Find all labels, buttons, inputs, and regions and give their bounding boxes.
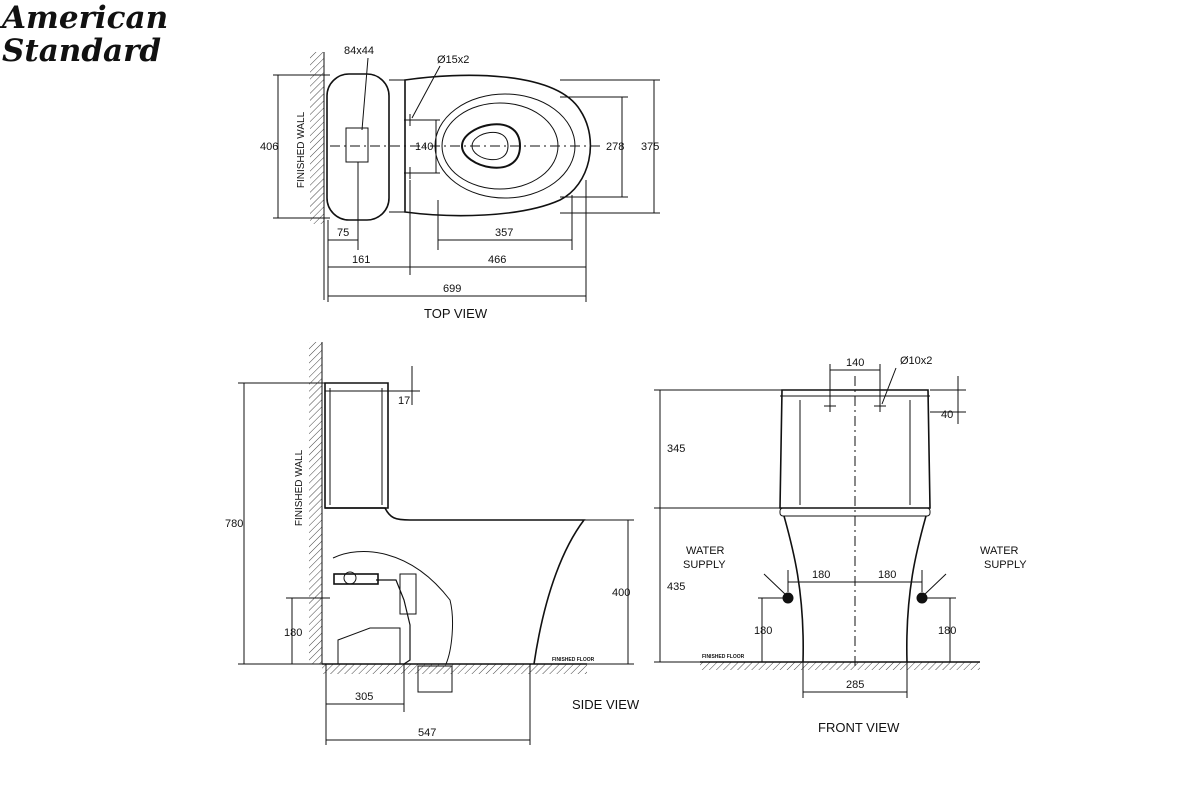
label-front-holes: Ø10x2 bbox=[900, 355, 932, 367]
label-side-rough-in: 305 bbox=[355, 691, 373, 703]
label-front-supply-height-right: 180 bbox=[938, 625, 956, 637]
label-side-finished-floor: FINISHED FLOOR bbox=[552, 657, 595, 663]
label-front-spacing: 140 bbox=[846, 357, 864, 369]
label-top-spacing: 140 bbox=[415, 141, 433, 153]
label-side-depth: 547 bbox=[418, 727, 436, 739]
side-supply-valve bbox=[343, 571, 357, 585]
top-view bbox=[273, 52, 660, 302]
label-front-bowl-height: 435 bbox=[667, 581, 685, 593]
top-outlet bbox=[345, 127, 369, 163]
label-supply-left-1: WATER bbox=[686, 545, 725, 557]
label-top-overall: 699 bbox=[443, 283, 461, 295]
label-side-supply-height: 180 bbox=[284, 627, 302, 639]
side-view-labels: 17 780 FINISHED WALL 400 180 FINISHED FL… bbox=[225, 395, 640, 739]
side-view bbox=[238, 342, 634, 745]
label-front-supply-height-left: 180 bbox=[754, 625, 772, 637]
label-top-depth: 406 bbox=[260, 141, 278, 153]
leader-supply-left bbox=[763, 573, 787, 596]
label-side-finished-wall: FINISHED WALL bbox=[294, 449, 305, 526]
label-supply-right-2: SUPPLY bbox=[984, 559, 1027, 571]
side-outlet-pipe bbox=[376, 579, 411, 665]
side-floor-outlet bbox=[417, 665, 453, 693]
label-top-front: 466 bbox=[488, 254, 506, 266]
side-flange bbox=[399, 573, 417, 615]
front-bowl-right bbox=[905, 515, 927, 663]
front-floor-hatch bbox=[700, 662, 980, 670]
label-supply-right-1: WATER bbox=[980, 545, 1019, 557]
label-top-width: 375 bbox=[641, 141, 659, 153]
title-side-view: SIDE VIEW bbox=[572, 697, 640, 712]
title-top-view: TOP VIEW bbox=[424, 306, 488, 321]
label-top-holes: Ø15x2 bbox=[437, 54, 469, 66]
front-bowl-left bbox=[783, 515, 805, 663]
label-supply-left-2: SUPPLY bbox=[683, 559, 726, 571]
top-bowl-outer bbox=[404, 74, 592, 217]
side-supply-fitting bbox=[333, 573, 379, 585]
logo-line-2: Standard bbox=[2, 33, 162, 69]
label-front-lid: 40 bbox=[941, 409, 953, 421]
label-outlet-size: 84x44 bbox=[344, 45, 374, 57]
leader-front-holes bbox=[881, 367, 897, 405]
label-top-tank: 161 bbox=[352, 254, 370, 266]
leader-holes bbox=[411, 65, 441, 119]
side-tank bbox=[324, 382, 389, 509]
label-front-finished-floor: FINISHED FLOOR bbox=[702, 654, 745, 660]
side-wall-hatch bbox=[309, 342, 322, 664]
top-bowl-well-inner bbox=[471, 131, 509, 161]
label-side-height: 780 bbox=[225, 518, 243, 530]
front-view bbox=[654, 364, 980, 698]
top-view-labels: 84x44 Ø15x2 406 FINISHED WALL 140 278 37… bbox=[260, 45, 659, 321]
label-side-lid: 17 bbox=[398, 395, 410, 407]
front-tank bbox=[779, 389, 931, 509]
top-wall-hatch bbox=[310, 52, 324, 224]
label-front-supply-offset-right: 180 bbox=[878, 569, 896, 581]
side-base bbox=[337, 627, 401, 664]
side-trapway bbox=[332, 551, 454, 665]
title-front-view: FRONT VIEW bbox=[818, 720, 900, 735]
label-top-finished-wall: FINISHED WALL bbox=[296, 111, 307, 188]
label-top-wall-outlet: 75 bbox=[337, 227, 349, 239]
label-top-bowl-length: 357 bbox=[495, 227, 513, 239]
side-bowl-outline bbox=[325, 507, 586, 665]
leader-outlet bbox=[361, 57, 369, 131]
label-top-bowl-width: 278 bbox=[606, 141, 624, 153]
leader-supply-right bbox=[923, 573, 947, 596]
label-front-base-width: 285 bbox=[846, 679, 864, 691]
logo-line-1: American bbox=[2, 0, 169, 36]
american-standard-logo: American Standard bbox=[2, 2, 168, 68]
label-front-tank-height: 345 bbox=[667, 443, 685, 455]
side-floor-hatch bbox=[322, 664, 587, 674]
front-view-labels: 140 Ø10x2 40 345 435 WATER SUPPLY WATER … bbox=[667, 355, 1027, 735]
label-side-seat-height: 400 bbox=[612, 587, 630, 599]
label-front-supply-offset-left: 180 bbox=[812, 569, 830, 581]
